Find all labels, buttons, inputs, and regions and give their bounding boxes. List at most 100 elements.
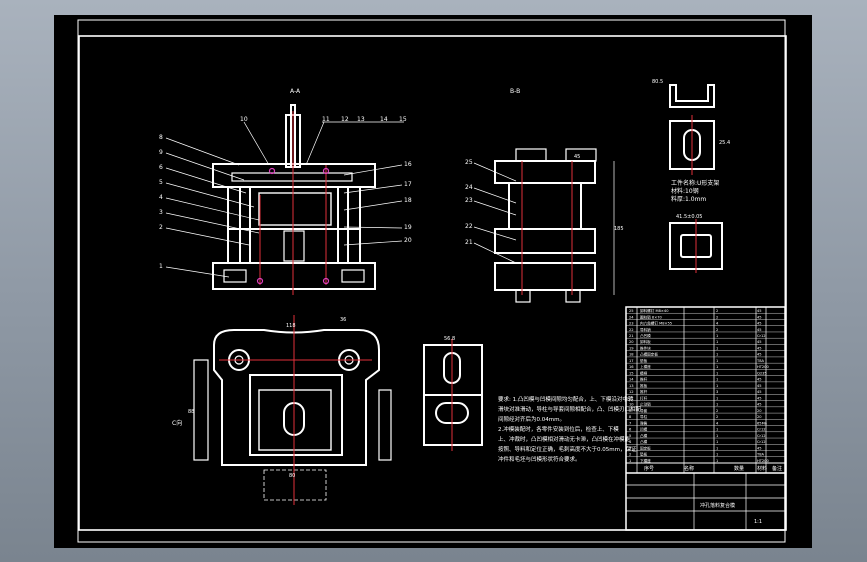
parts-row-cell: 1 [716,384,718,388]
parts-row-cell: Cr12 [757,428,766,432]
note-line-0: 要求: 1.凸凹模与凹模间隙均匀配合，上、下模沿对中转 [498,395,634,403]
technical-notes: 要求: 1.凸凹模与凹模间隙均匀配合，上、下模沿对中转 滑块对准滑动，导柱与导套… [498,395,642,463]
parts-row-cell: 1 [716,446,718,450]
drawing-viewport[interactable]: A-A [54,15,812,548]
parts-row-cell: 16 [629,365,634,369]
parts-row-cell: 1 [716,453,718,457]
parts-row-cell: 1 [716,440,718,444]
parts-row-cell: 2 [716,315,718,319]
parts-row-cell: 圆柱销 8×70 [640,314,663,319]
parts-row-cell: 8 [629,415,632,419]
drawing-scale: 1:1 [754,519,762,525]
dim-5: 45 [574,154,580,160]
parts-row-cell: 3 [716,390,718,394]
parts-table-header: 序号 名称 数量 材料 备注 [644,465,782,472]
callout-top-0: 10 [240,116,248,123]
callout-right-0: 16 [404,161,412,168]
parts-row-cell: 垫板 [640,452,648,457]
parts-row-cell: 45 [757,340,762,344]
title-block: 冲孔落料复合模 1:1 [700,502,762,525]
parts-row-cell: 止动销 [640,402,651,407]
callout-labels-b: 25 24 23 22 21 [465,159,473,246]
parts-row-cell: 21 [629,334,634,338]
callout-left-0: 8 [159,134,163,141]
parts-row-cell: 45 [757,322,762,326]
callout-b-1: 24 [465,184,473,191]
callout-b-3: 22 [465,223,473,230]
callout-top-3: 13 [357,116,365,123]
callout-right-3: 19 [404,224,412,231]
note-line-4: 上、冲裁时，凸凹模相对滑动无卡滞，凸凹模在冲模能 [498,435,631,443]
dim-2: 185 [614,226,624,232]
parts-row-cell: 45 [757,315,762,319]
callout-left-3: 5 [159,179,163,186]
parts-row-cell: 1 [716,378,718,382]
parts-row-cell: 弹簧 [640,420,648,425]
workpiece-views [669,84,723,273]
plan-view [193,315,392,505]
parts-row-cell: 1 [716,396,718,400]
parts-row-cell: 18 [629,353,634,357]
parts-row-cell: 推件块 [640,345,651,350]
parts-row-cell: 导料销 [640,327,651,332]
parts-row-cell: 固定板 [640,445,651,450]
parts-row-cell: T8A [756,453,764,457]
parts-row-cell: 4 [716,421,719,425]
parts-row-cell: 65Mn [757,421,767,425]
parts-row-cell: 2 [716,409,718,413]
parts-row-cell: 1 [629,459,631,463]
parts-row-cell: 推杆 [640,377,648,382]
parts-row-cell: 45 [757,390,762,394]
inner-frame [78,35,787,531]
parts-row-cell: 45 [757,446,762,450]
header-name: 名称 [684,465,694,472]
section-b-title: B-B [510,88,520,95]
parts-row-cell: 卸料板 [640,339,651,344]
parts-row-cell: 1 [716,353,718,357]
parts-row-cell: 1 [716,371,718,375]
parts-row-cell: 45 [757,353,762,357]
note-line-6: 冲件和毛坯与凹模形状符合要求。 [498,455,581,463]
dimension-labels: 118 36 185 88 80 45 56.8 80.5 41.5±0.05 … [188,79,730,479]
callout-top-5: 15 [399,116,407,123]
callout-b-4: 21 [465,239,473,246]
parts-table [625,306,786,531]
parts-row-cell: 2 [629,453,631,457]
parts-row-cell: HT200 [757,459,769,463]
parts-row-cell: 7 [629,421,631,425]
section-a-view: A-A [212,88,376,295]
parts-row-cell: 9 [629,409,632,413]
parts-row-cell: 10 [629,403,634,407]
parts-row-cell: 2 [716,415,718,419]
parts-row-cell: 模柄 [640,370,648,375]
parts-row-cell: 1 [716,365,718,369]
parts-row-cell: 23 [629,322,634,326]
parts-row-cell: 1 [716,334,718,338]
parts-row-cell: 12 [629,390,634,394]
parts-row-cell: 打杆 [640,395,648,400]
callout-left-2: 6 [159,164,163,171]
callout-top-1: 11 [322,116,330,123]
callout-left-7: 1 [159,263,163,270]
callout-left-6: 2 [159,224,163,231]
callout-right-2: 18 [404,197,412,204]
parts-row-cell: 卸料螺钉 M8×40 [640,308,669,313]
dim-7: 80.5 [652,79,663,85]
header-remark: 备注 [772,465,782,472]
dim-0: 118 [286,323,296,329]
parts-row-cell: 导柱 [640,414,648,419]
parts-row-cell: 6 [629,428,632,432]
dim-3: 88 [188,409,194,415]
parts-row-cell: 凹模 [640,427,648,432]
part-name: 工件名称:U形支架 [671,179,719,187]
callout-right-4: 20 [404,237,412,244]
header-no: 序号 [644,465,654,472]
parts-row-cell: Cr12 [757,434,766,438]
parts-row-cell: 20 [757,415,762,419]
dim-6: 56.8 [444,336,455,342]
callout-labels-top: 10 11 12 13 14 15 [240,116,407,123]
parts-row-cell: 22 [629,328,634,332]
parts-row-cell: 4 [716,322,719,326]
part-thickness: 料厚:1.0mm [671,195,706,203]
